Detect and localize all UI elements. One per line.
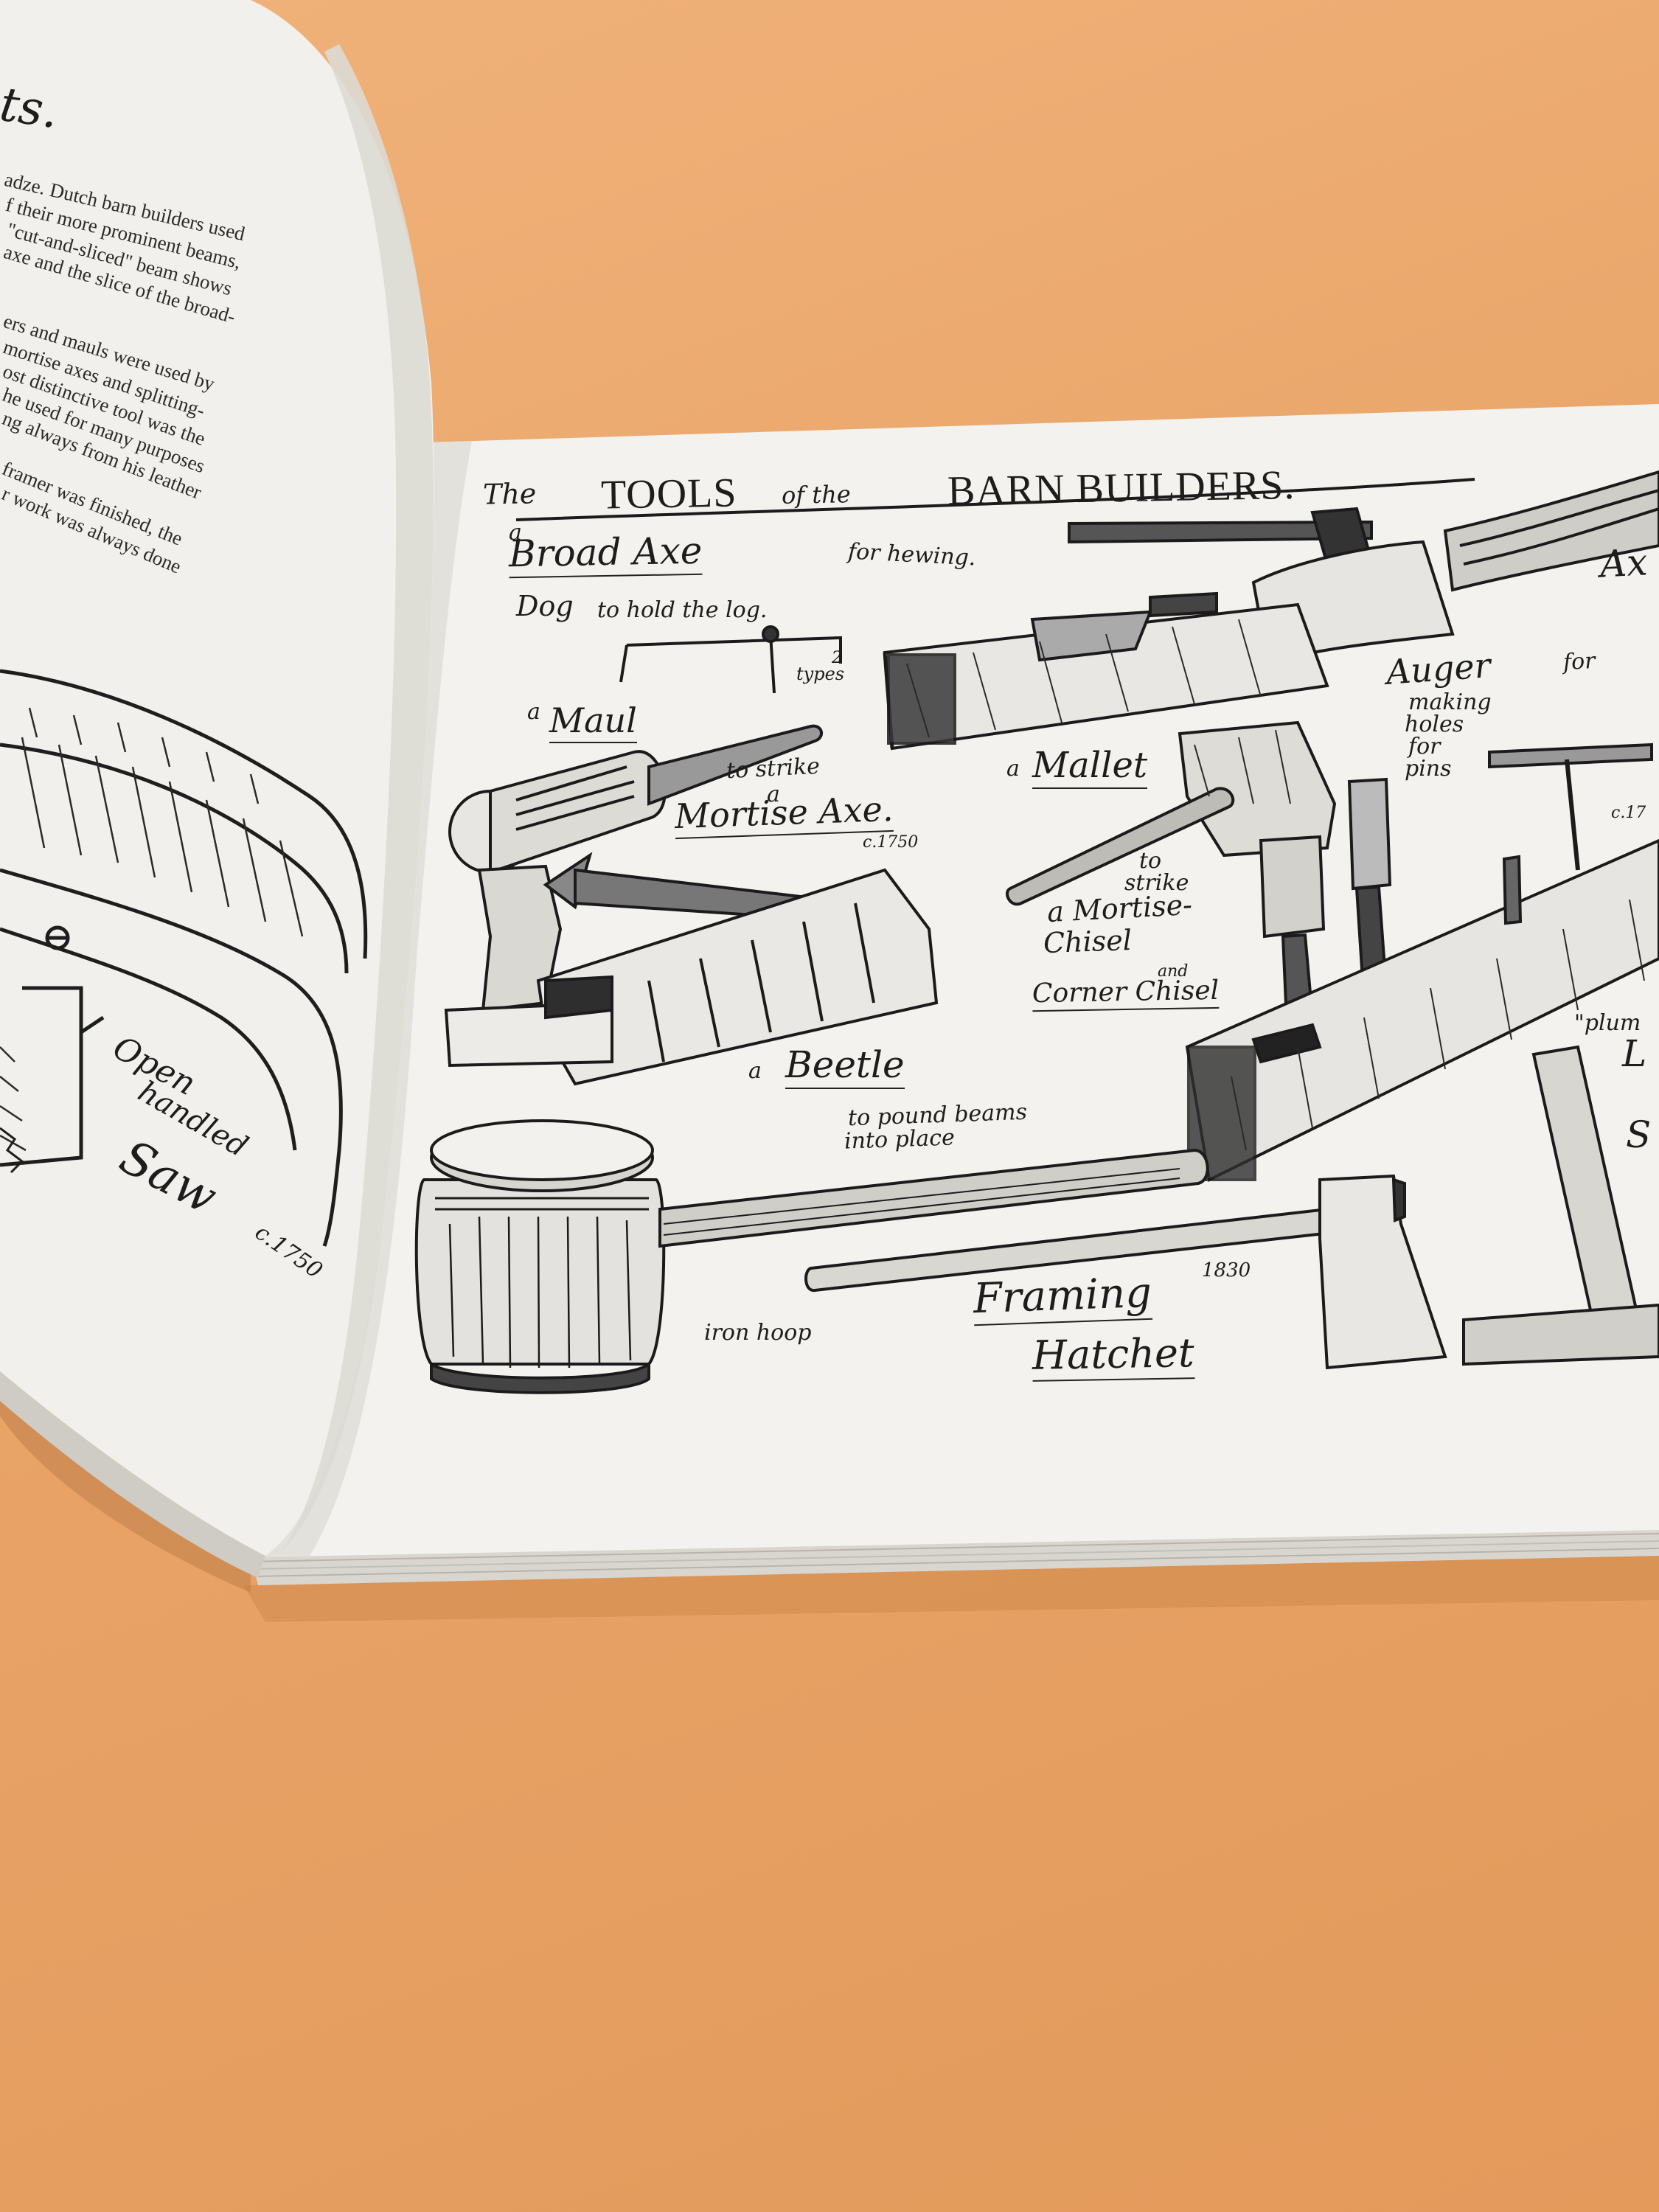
dog-name: Dog	[516, 590, 574, 622]
mallet-article: a	[1006, 756, 1020, 782]
dog-types-number: 2	[832, 649, 842, 667]
auger-line-making: making	[1408, 689, 1492, 715]
title-of-the: of the	[781, 480, 852, 509]
edge-fragment-ax: Ax	[1599, 540, 1649, 586]
framing-hatchet-date: 1830	[1202, 1259, 1251, 1281]
saw-drawing	[0, 669, 368, 1247]
mortise-axe-date: c.1750	[863, 833, 919, 852]
beetle-line2: into place	[844, 1124, 956, 1155]
maul-purpose-line1: to strike	[726, 753, 821, 785]
broad-axe-name: Broad Axe	[508, 529, 703, 579]
auger-name: Auger	[1385, 645, 1492, 692]
auger-line-pins: pins	[1405, 756, 1452, 782]
dog-types-word: types	[796, 664, 845, 684]
mallet-line-to: to	[1139, 848, 1162, 874]
beetle-article: a	[748, 1058, 762, 1084]
title-the: The	[482, 477, 537, 511]
mallet-name: Mallet	[1032, 745, 1148, 789]
title-tools: TOOLS	[600, 470, 737, 518]
auger-for: for	[1562, 647, 1596, 676]
broad-axe-article: a	[509, 520, 522, 546]
edge-fragment-l: L	[1622, 1032, 1647, 1075]
mallet-line-strike: strike	[1124, 870, 1189, 896]
edge-fragment-s: S	[1626, 1113, 1652, 1156]
auger-line-holes: holes	[1405, 712, 1464, 737]
mallet-line-chisel: Chisel	[1043, 923, 1133, 960]
framing-hatchet-line1: Framing	[972, 1268, 1153, 1326]
mallet-line-corner-chisel: Corner Chisel	[1032, 975, 1220, 1012]
maul-purpose-line2: a	[767, 782, 780, 807]
beetle-iron-hoop: iron hoop	[704, 1320, 812, 1346]
beetle-name: Beetle	[785, 1043, 905, 1089]
mortise-axe-name: Mortise Axe.	[674, 788, 894, 840]
auger-line-for: for	[1408, 734, 1441, 759]
left-heading-fragment: ts.	[0, 77, 62, 140]
mallet-line-and: and	[1158, 962, 1189, 981]
auger-date: c.17	[1611, 804, 1646, 822]
framing-hatchet-line2: Hatchet	[1032, 1329, 1195, 1382]
dog-purpose: to hold the log.	[597, 597, 768, 623]
maul-article: a	[527, 699, 540, 725]
edge-fragment-plum: "plum	[1574, 1010, 1641, 1036]
maul-name: Maul	[549, 700, 637, 743]
title-barn-builders: BARN BUILDERS.	[947, 462, 1295, 515]
